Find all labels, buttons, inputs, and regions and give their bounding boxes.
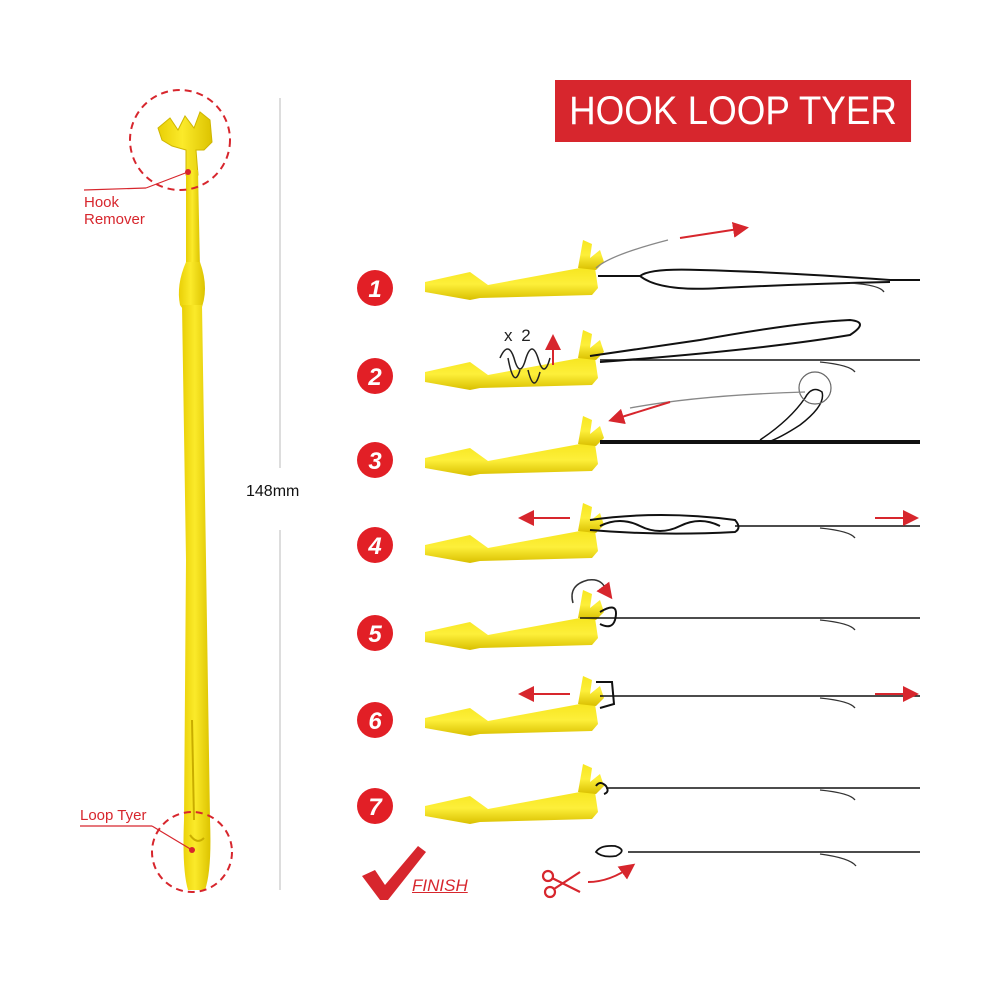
finish-label: FINISH [412, 876, 468, 895]
step-badge-1: 1 [357, 270, 393, 306]
step-badge-2: 2 [357, 358, 393, 394]
svg-text:4: 4 [367, 533, 381, 560]
scissors-icon [541, 869, 581, 899]
step-row-7 [425, 764, 920, 824]
check-mark-icon [362, 846, 426, 900]
svg-text:1: 1 [368, 276, 381, 303]
page-title: HOOK LOOP TYER [555, 80, 912, 142]
step-badge-4: 4 [357, 527, 393, 563]
step-row-5 [425, 578, 920, 650]
step-badge-3: 3 [357, 442, 393, 478]
svg-text:7: 7 [368, 794, 383, 821]
step-badges: 1 2 3 4 5 6 7 [357, 270, 393, 824]
svg-text:3: 3 [368, 448, 382, 475]
step-row-3 [425, 371, 920, 476]
hook-remover-callout [129, 89, 231, 191]
loop-tyer-label: Loop Tyer [80, 807, 147, 824]
svg-text:6: 6 [368, 708, 382, 735]
step-row-6 [425, 676, 920, 736]
svg-text:5: 5 [368, 621, 382, 648]
step-row-1 [425, 221, 920, 300]
step-row-4 [425, 503, 920, 563]
step-badge-5: 5 [357, 615, 393, 651]
repeat-count: x 2 [504, 326, 533, 345]
finished-loop [587, 844, 920, 883]
step-row-2 [425, 318, 920, 390]
step-badge-6: 6 [357, 702, 393, 738]
length-dimension: 148mm [246, 483, 300, 500]
svg-text:2: 2 [367, 364, 382, 391]
hook-remover-label: Hook Remover [84, 194, 145, 228]
loop-tyer-callout [151, 811, 233, 893]
main-tool [157, 111, 213, 890]
step-badge-7: 7 [357, 788, 393, 824]
